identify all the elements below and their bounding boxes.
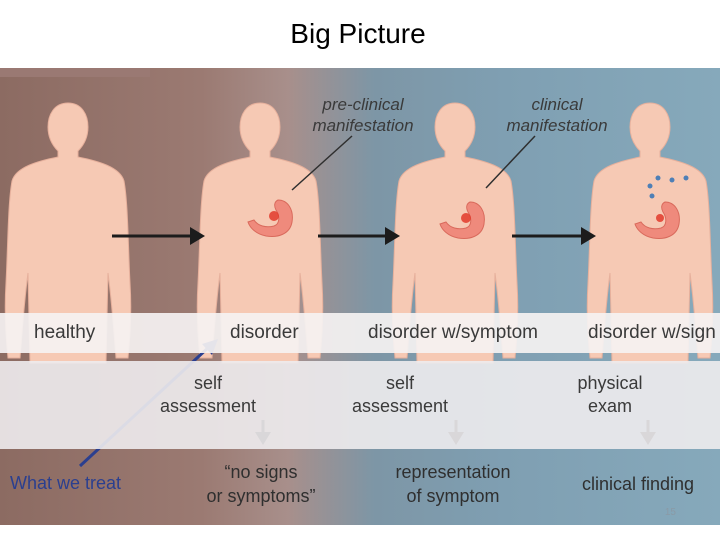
progression-arrow [112,227,205,245]
sign-dot [649,193,655,199]
clinical-annotation-text: clinical manifestation [506,95,608,135]
preclinical-annotation: pre-clinical manifestation [298,94,428,136]
clinical-annotation: clinical manifestation [492,94,622,136]
stage-label-disorder-symptom: disorder w/symptom [368,322,538,343]
stage-label-band [0,313,720,353]
sign-dot [655,175,661,181]
result-text: “no signs or symptoms” [206,462,316,506]
sign-dot [683,175,689,181]
result-label: “no signs or symptoms” [186,460,336,508]
assessment-text: self assessment [159,373,257,416]
disease-progression-figure: pre-clinical manifestation clinical mani… [0,68,720,525]
assessment-text: physical exam [577,373,643,416]
assessment-label: physical exam [560,372,660,418]
preclinical-annotation-text: pre-clinical manifestation [312,95,414,135]
leader-line [291,135,353,191]
slide-title: Big Picture [290,18,426,49]
assessment-band [0,361,720,449]
cropped-header-strip [0,68,150,77]
result-label: clinical finding [582,472,720,496]
figure-graphics [4,102,714,468]
result-text: representation of symptom [395,462,511,506]
lesion-dot [656,214,664,222]
result-label: representation of symptom [378,460,528,508]
page-number: 15 [664,507,676,518]
progression-arrow [318,227,400,245]
lesion-dot [461,213,471,223]
stage-label-disorder-sign: disorder w/sign [588,322,716,343]
sign-dot [669,177,675,183]
lesion-dot [269,211,279,221]
progression-arrow [512,227,596,245]
leader-line [485,135,536,189]
what-we-treat-label: What we treat [10,473,122,493]
assessment-label: self assessment [150,372,266,418]
assessment-label: self assessment [342,372,458,418]
stage-label-healthy: healthy [34,322,96,343]
stage-label-disorder: disorder [230,322,299,343]
assessment-text: self assessment [351,373,449,416]
result-text: clinical finding [582,474,695,494]
sign-dot [647,183,653,189]
